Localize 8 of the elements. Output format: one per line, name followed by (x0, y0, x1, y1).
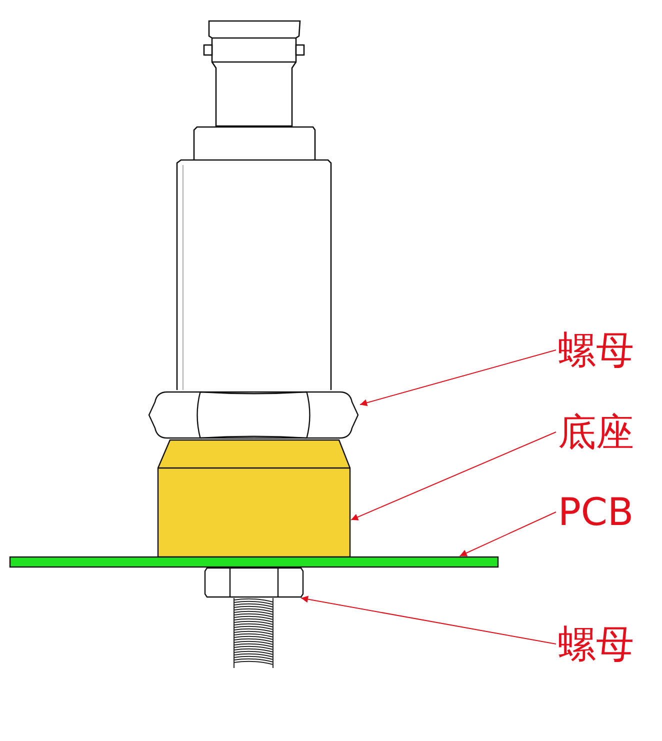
part-label: 螺母 (556, 328, 660, 372)
part-label: PCB (556, 490, 660, 534)
leader-arrow (300, 596, 556, 644)
part-label: 底座 (556, 410, 660, 454)
leader-arrow (350, 432, 556, 520)
leader-arrow (459, 512, 556, 556)
part-label: 螺母 (556, 622, 660, 666)
leader-arrow (360, 350, 556, 406)
